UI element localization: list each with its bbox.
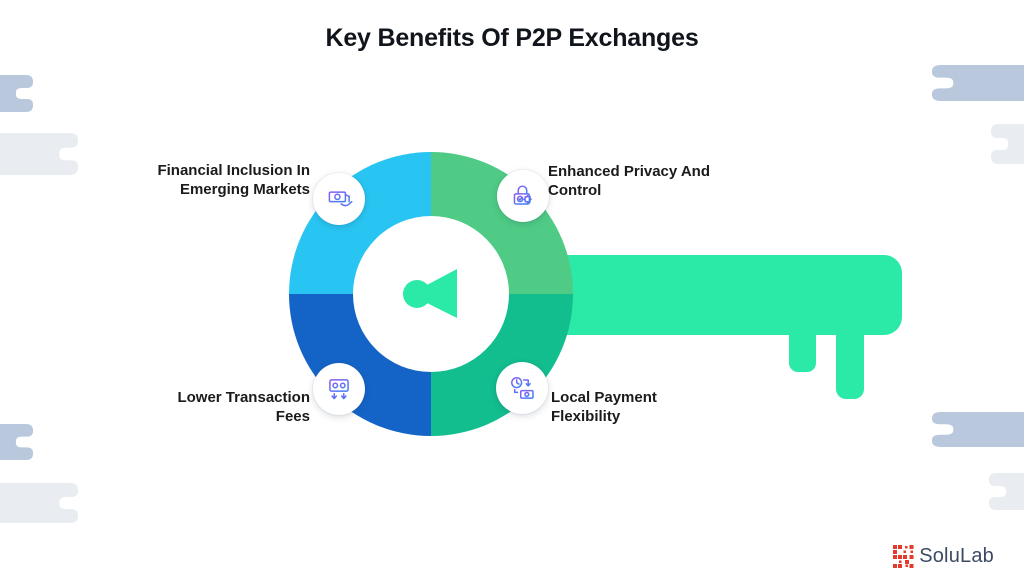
- label-line: Fees: [275, 408, 310, 425]
- decorative-key-shape: [932, 65, 1024, 101]
- solulab-logo: SoluLab: [893, 545, 994, 568]
- decorative-key-shape: [0, 483, 78, 523]
- page-title: Key Benefits Of P2P Exchanges: [325, 24, 699, 52]
- decorative-key-shape: [991, 124, 1024, 164]
- padlock-settings-icon: [497, 170, 549, 222]
- label-line: Lower Transaction: [177, 389, 310, 406]
- key-head-center: [353, 216, 509, 372]
- solulab-logo-text: SoluLab: [919, 545, 994, 567]
- label-line: Flexibility: [551, 408, 621, 425]
- decorative-key-shape: [932, 412, 1024, 447]
- benefit-label-privacy-control: Enhanced Privacy And Control: [548, 162, 748, 200]
- benefit-label-financial-inclusion: Financial Inclusion In Emerging Markets: [130, 161, 310, 199]
- benefit-label-payment-flexibility: Local Payment Flexibility: [551, 388, 731, 426]
- benefit-label-lower-fees: Lower Transaction Fees: [140, 388, 310, 426]
- money-down-arrows-icon: [313, 363, 365, 415]
- hand-holding-money-icon: [313, 173, 365, 225]
- decorative-key-shape: [0, 75, 33, 112]
- key-tooth-short: [789, 300, 816, 372]
- label-line: Control: [548, 182, 602, 199]
- solulab-logo-icon: [893, 545, 914, 568]
- label-line: Financial Inclusion In: [157, 162, 310, 179]
- clock-payment-icon: [496, 362, 548, 414]
- decorative-key-shape: [989, 473, 1024, 510]
- label-line: Enhanced Privacy And: [548, 163, 710, 180]
- decorative-key-shape: [0, 424, 33, 460]
- label-line: Emerging Markets: [179, 181, 310, 198]
- key-tooth-long: [836, 300, 864, 399]
- keyhole-icon: [403, 269, 457, 318]
- label-line: Local Payment: [551, 389, 657, 406]
- decorative-key-shape: [0, 133, 78, 175]
